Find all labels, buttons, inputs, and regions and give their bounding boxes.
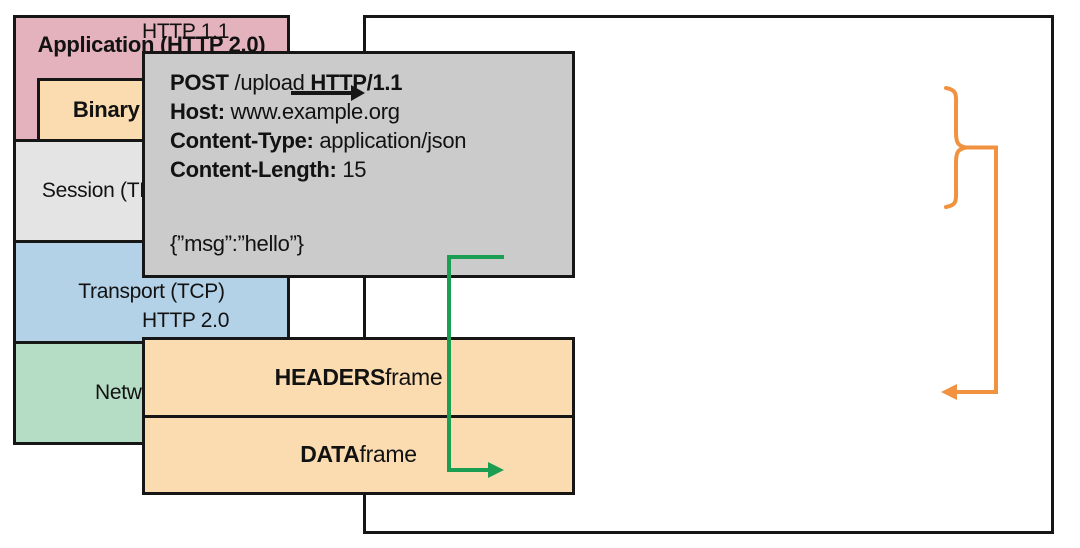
header-content-length-name: Content-Length: [170,157,337,182]
data-frame-name: DATA [300,441,360,468]
header-content-type-name: Content-Type: [170,128,314,153]
request-method: POST [170,70,229,95]
data-frame-suffix: frame [359,441,417,468]
headers-frame-name: HEADERS [274,363,386,390]
headers-frame-row: HEADERS frame [145,340,572,418]
header-content-type-value: application/json [313,128,467,153]
data-frame-row: DATA frame [145,418,572,493]
header-host-value: www.example.org [224,99,400,124]
request-path: /upload [228,70,311,95]
request-line: POST /upload HTTP/1.1 [170,68,562,97]
header-host-name: Host: [170,99,225,124]
transport-label: Transport (TCP) [78,280,225,303]
headers-frame-suffix: frame [385,363,443,390]
request-version: HTTP/1.1 [310,70,403,95]
http11-label: HTTP 1.1 [142,20,230,43]
http20-frames-box: HEADERS frame DATA frame [142,337,575,495]
header-content-length-value: 15 [336,157,367,182]
http20-label: HTTP 2.0 [142,309,230,332]
request-body: {”msg”:”hello”} [170,231,304,256]
http11-request-box: POST /upload HTTP/1.1 Host: www.example.… [142,51,575,278]
header-content-length: Content-Length: 15 [170,155,562,184]
header-host: Host: www.example.org [170,97,562,126]
header-content-type: Content-Type: application/json [170,126,562,155]
